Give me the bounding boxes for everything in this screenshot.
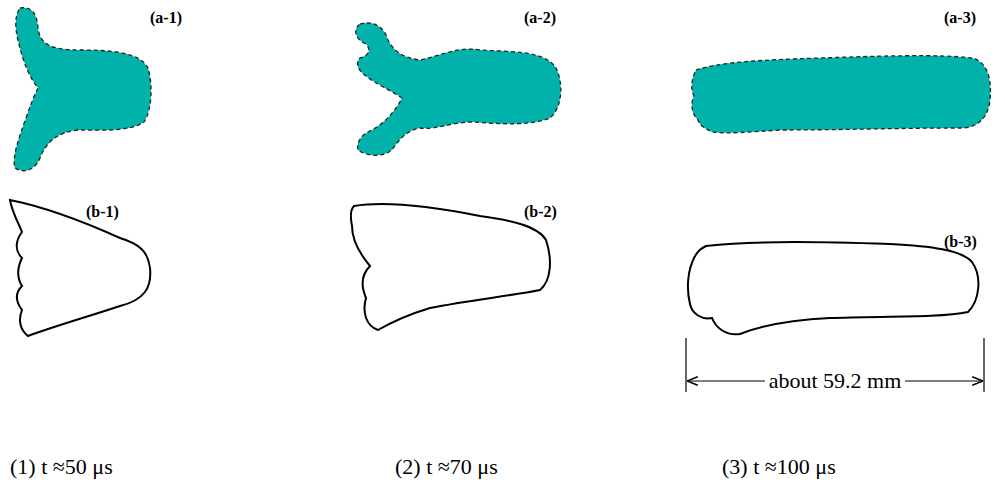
outline-shape <box>10 200 150 336</box>
plume-shape <box>14 8 151 171</box>
outline-shape <box>688 242 978 334</box>
extension-line <box>983 338 984 392</box>
time-caption: (2) t ≈70 μs <box>395 456 498 478</box>
extension-line <box>685 338 686 392</box>
panel-label: (a-2) <box>524 10 556 26</box>
panel-label: (b-2) <box>524 204 557 220</box>
panel-label: (a-1) <box>150 10 182 26</box>
outline-shape <box>351 204 550 330</box>
dimension-label: about 59.2 mm <box>765 370 906 392</box>
panel-label: (b-1) <box>86 204 119 220</box>
time-caption: (1) t ≈50 μs <box>10 456 113 478</box>
panel-label: (b-3) <box>944 234 977 250</box>
panel-label: (a-3) <box>944 10 976 26</box>
plume-shape <box>356 23 561 155</box>
plume-shape <box>692 56 991 133</box>
time-caption: (3) t ≈100 μs <box>722 456 836 478</box>
